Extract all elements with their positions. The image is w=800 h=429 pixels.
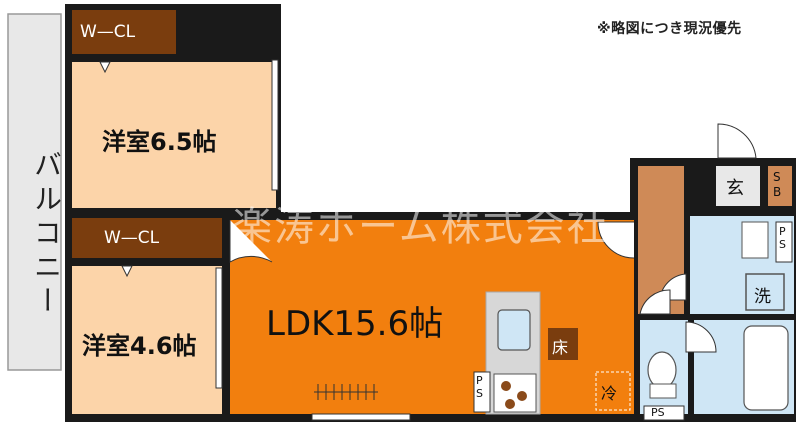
door-entrance	[717, 123, 757, 159]
ps-ldk-label: P S	[476, 374, 483, 400]
washer-label: 洗	[754, 287, 771, 307]
window-ldk-bottom	[311, 413, 411, 421]
floor-heating-box	[548, 328, 578, 360]
ps-bottom-label: PS	[651, 406, 665, 419]
fridge-box	[595, 371, 631, 411]
floor-heating-label: 床	[552, 338, 569, 357]
burner-2	[517, 391, 527, 401]
closet-1-marker	[99, 61, 111, 74]
burner-1	[501, 381, 511, 391]
closet-2-label: W—CL	[104, 228, 160, 248]
western-room-2-label: 洋室4.6帖	[82, 332, 197, 360]
western-room-1-label: 洋室6.5帖	[102, 128, 217, 156]
closet-2-marker	[121, 265, 133, 278]
door-ldk-western	[229, 220, 273, 263]
kitchen-sink	[497, 309, 531, 351]
ldk-label: LDK15.6帖	[266, 304, 444, 344]
fridge-label: 冷	[601, 384, 618, 403]
shoe-box	[768, 166, 792, 206]
ps-box-wash	[775, 221, 793, 263]
ps-box-ldk	[473, 371, 491, 413]
washer-box	[745, 273, 785, 311]
door-ldk-hall	[597, 221, 635, 259]
ldk-room	[230, 220, 634, 414]
window-western-1	[271, 59, 279, 191]
closet-2	[72, 218, 222, 258]
disclaimer-note: ※略図につき現況優先	[597, 21, 742, 37]
bathtub	[743, 325, 789, 411]
kitchen-stove	[493, 373, 537, 413]
balcony	[7, 13, 62, 371]
burner-3	[505, 399, 515, 409]
door-toilet	[685, 321, 717, 353]
door-hall-lower	[639, 289, 671, 315]
western-room-1	[72, 62, 276, 208]
ps-wash-label: P S	[779, 225, 786, 251]
balcony-label: バルコニー	[30, 150, 63, 320]
wash-basin	[741, 221, 769, 259]
ps-box-bottom	[643, 405, 685, 421]
window-western-2	[215, 267, 223, 389]
entrance	[716, 166, 760, 206]
western-room-2	[72, 266, 222, 414]
watermark: 楽涛ホーム株式会社	[232, 204, 609, 250]
toilet-tank	[649, 383, 677, 399]
entrance-label: 玄	[726, 178, 744, 199]
closet-1	[72, 10, 176, 54]
closet-1-label: W—CL	[80, 22, 136, 42]
toilet	[647, 351, 677, 389]
shoe-box-label: S B	[773, 170, 782, 199]
